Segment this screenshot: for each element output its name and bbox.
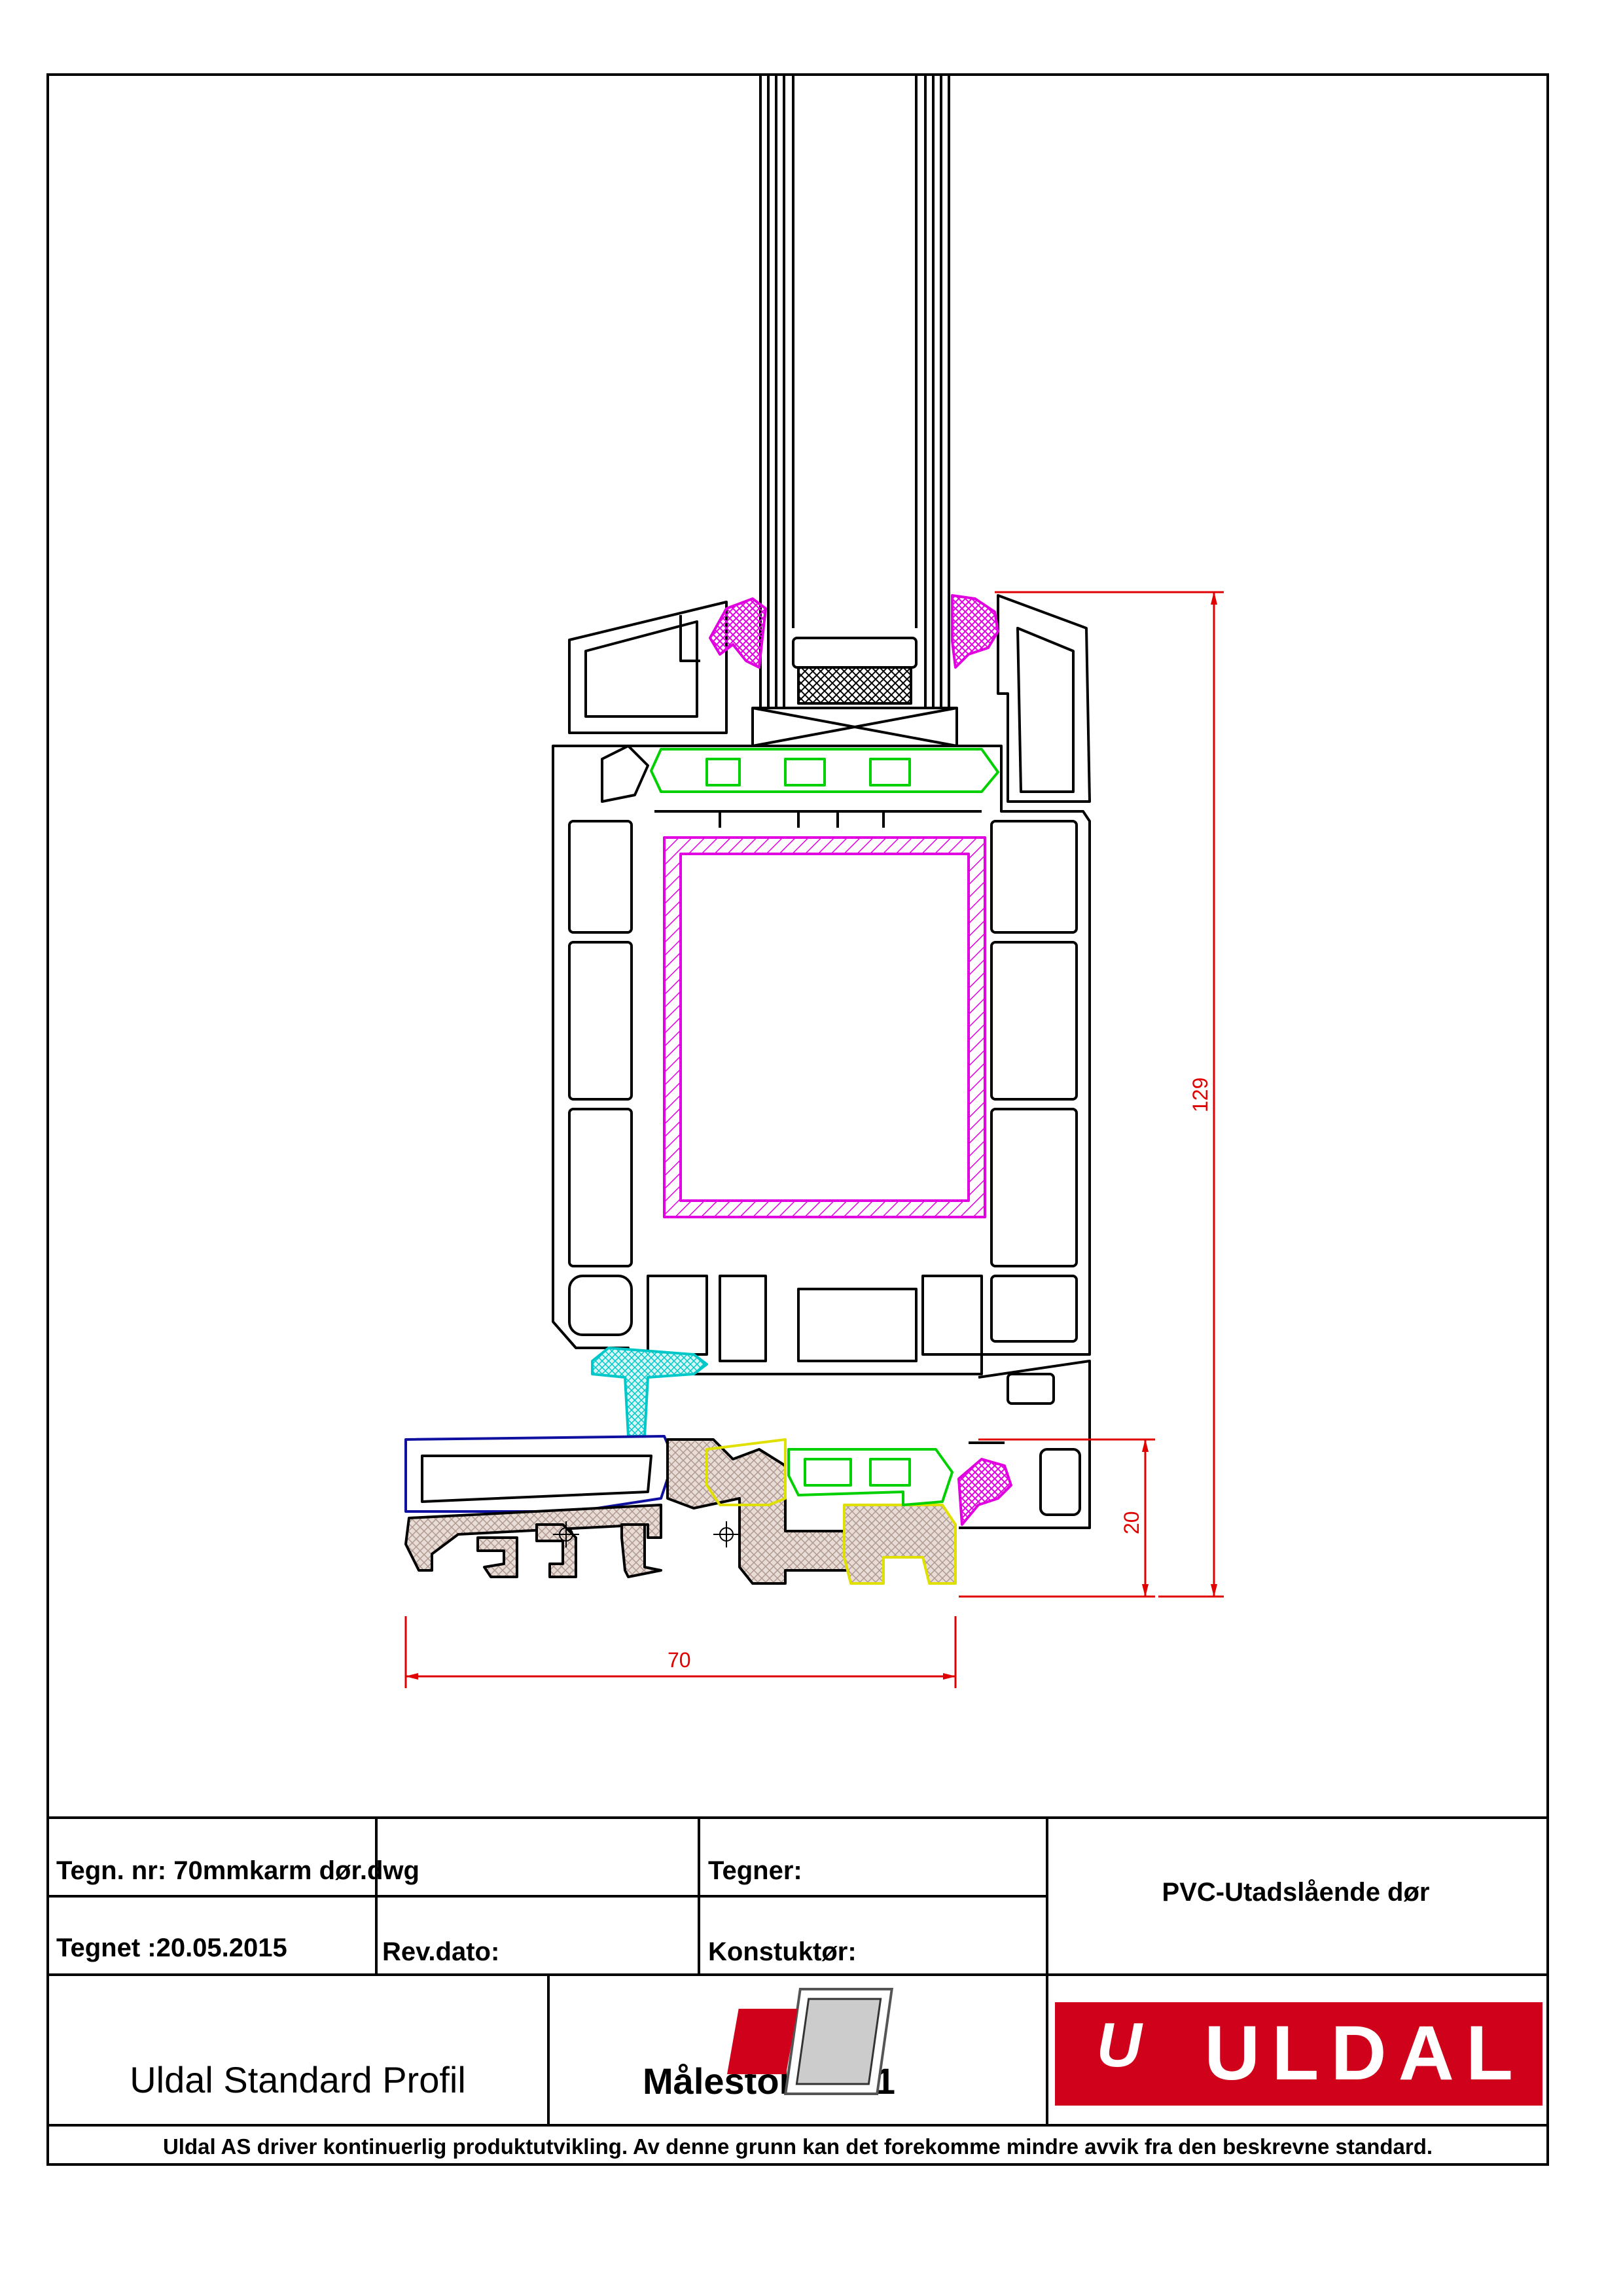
drafter-label: Tegner: (708, 1856, 802, 1885)
glazing-bead-insert (650, 748, 999, 793)
revision-date: Rev.dato: (382, 1937, 499, 1966)
steel-reinforcement (663, 836, 986, 1218)
bottom-gasket (957, 1458, 1012, 1526)
glass-pane (759, 75, 950, 707)
profile-cross-section (404, 75, 1091, 1585)
top-gaskets (709, 594, 999, 669)
dimension-total-height: 129 (1188, 1078, 1212, 1112)
title-block (48, 1816, 1548, 2127)
dimension-width: 70 (668, 1648, 691, 1672)
drawn-date: Tegnet :20.05.2015 (56, 1934, 287, 1962)
glass-spacer (751, 637, 958, 747)
sheet-border (46, 73, 1549, 2166)
dimension-lines (404, 591, 1224, 1688)
threshold-seal (591, 1347, 708, 1438)
profile-name: Uldal Standard Profil (130, 2059, 466, 2100)
logo-text: ULDAL (1204, 2010, 1525, 2096)
disclaimer: Uldal AS driver kontinuerlig produktutvi… (163, 2134, 1433, 2159)
drawing-number: Tegn. nr: 70mmkarm dør.dwg (56, 1856, 419, 1885)
drawing-title: PVC-Utadslående dør (1162, 1878, 1430, 1907)
uldal-logo: U ULDAL (727, 1988, 1543, 2106)
sash-upper-profile (568, 594, 1091, 803)
dimension-sill-height: 20 (1120, 1511, 1143, 1534)
logo-mark: U (1096, 2010, 1143, 2080)
frame-lower (959, 1360, 1091, 1529)
threshold-body (404, 1435, 957, 1585)
sash-main-body (552, 745, 1091, 1375)
constructor-label: Konstuktør: (708, 1937, 857, 1966)
